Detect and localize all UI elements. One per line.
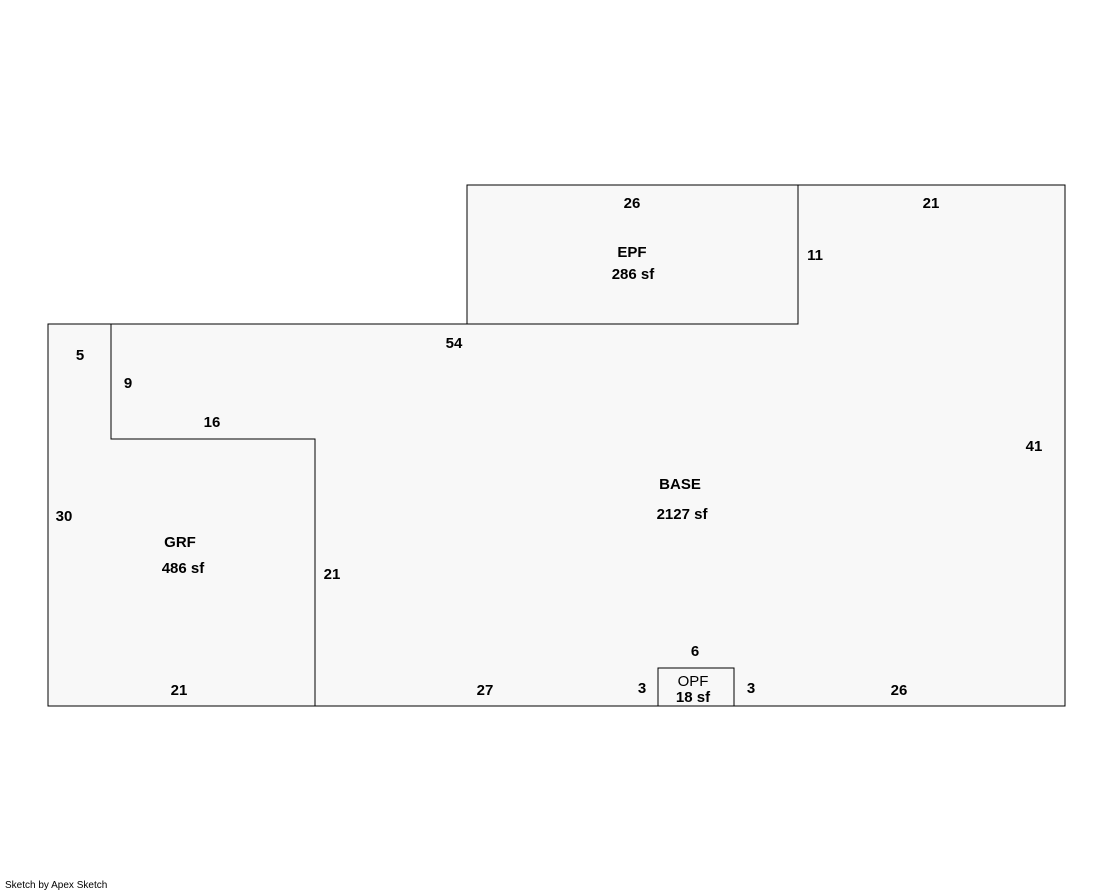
epf-area-name: EPF — [617, 244, 646, 261]
dim-left-side: 30 — [56, 508, 73, 525]
dim-epf-right: 11 — [807, 247, 823, 264]
epf-area-size: 286 sf — [612, 266, 656, 283]
opf-area-name: OPF — [678, 673, 709, 690]
grf-area-name: GRF — [164, 534, 196, 551]
dim-base-right: 41 — [1026, 438, 1043, 455]
dim-epf-top: 26 — [624, 195, 641, 212]
grf-area-size: 486 sf — [162, 560, 206, 577]
opf-area-size: 18 sf — [676, 689, 711, 706]
opf-box — [657, 667, 735, 707]
dim-grf-top: 16 — [204, 414, 221, 431]
sketch-credit: Sketch by Apex Sketch — [5, 880, 108, 891]
dim-opf-top: 6 — [691, 643, 699, 660]
dim-base-bottom-right: 26 — [891, 682, 908, 699]
base-area-size: 2127 sf — [657, 506, 709, 523]
dim-grf-right: 21 — [324, 566, 341, 583]
dim-grf-bottom: 21 — [171, 682, 188, 699]
dim-base-bottom-left: 27 — [477, 682, 494, 699]
epf-walls — [467, 185, 799, 325]
dim-grf-notch-vertical: 9 — [124, 375, 132, 392]
dim-left-top-segment: 5 — [76, 347, 84, 364]
base-area-name: BASE — [659, 476, 701, 493]
dim-opf-left: 3 — [638, 680, 646, 697]
dim-base-top-middle: 54 — [446, 335, 463, 352]
dim-opf-right: 3 — [747, 680, 755, 697]
dim-base-top-right: 21 — [923, 195, 940, 212]
grf-walls — [110, 324, 316, 706]
building-outline — [47, 184, 1066, 707]
